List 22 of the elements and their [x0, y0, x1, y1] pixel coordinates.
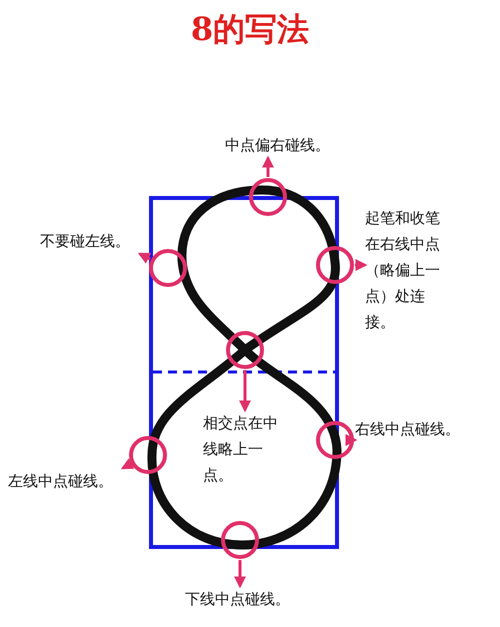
arrow	[234, 560, 246, 588]
marker-circle	[129, 436, 167, 474]
annotation-text: 起笔和收笔在右线中点（略偏上一点）处连接。	[365, 205, 450, 335]
marker-circle	[221, 521, 259, 559]
arrow	[239, 370, 251, 412]
arrow	[346, 434, 358, 446]
marker-circle	[316, 421, 354, 459]
arrow	[120, 458, 134, 470]
marker-circle	[226, 331, 264, 369]
annotation-text: 右线中点碰线。	[355, 416, 480, 442]
title: 8的写法	[190, 9, 310, 50]
arrow	[138, 252, 152, 264]
marker-circle	[149, 249, 187, 287]
annotation-text: 下线中点碰线。	[185, 586, 310, 612]
marker-circle	[316, 246, 354, 284]
annotation-text: 左线中点碰线。	[8, 468, 123, 494]
arrow	[355, 259, 368, 271]
marker-circle	[249, 178, 287, 216]
arrow	[262, 156, 274, 177]
annotation-text: 中点偏右碰线。	[225, 132, 350, 158]
annotation-text: 相交点在中线略上一点。	[203, 410, 283, 488]
annotation-text: 不要碰左线。	[40, 228, 140, 254]
